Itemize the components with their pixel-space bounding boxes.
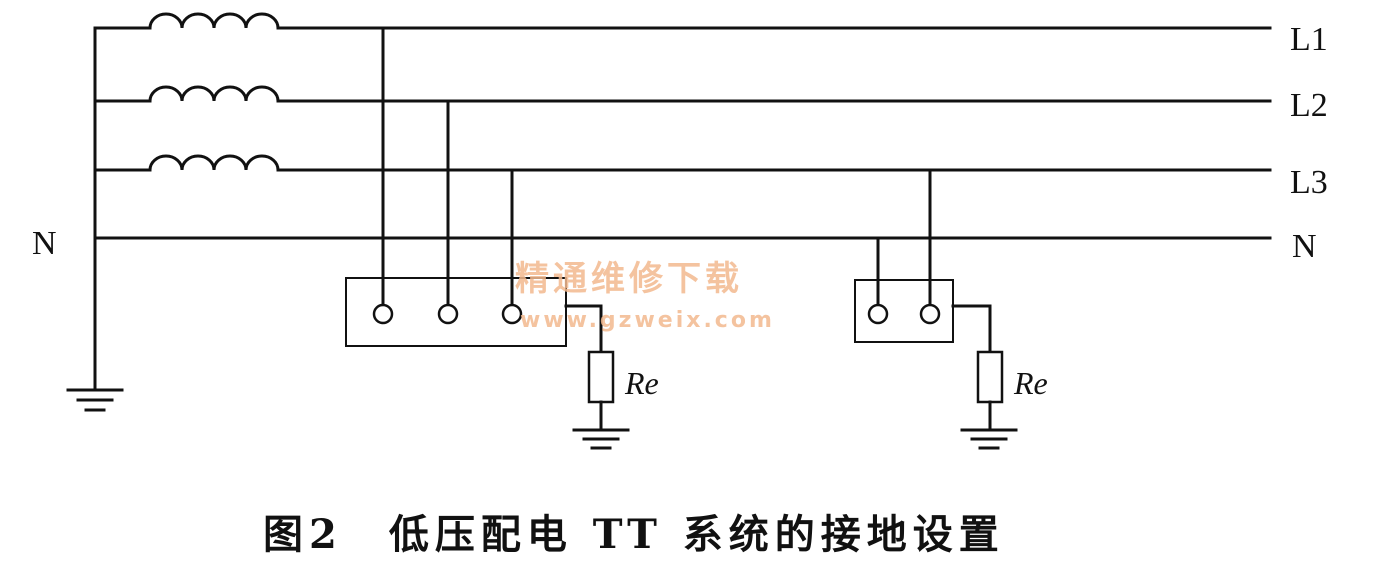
load-enclosure-right <box>854 279 954 343</box>
terminal-right-2 <box>919 303 941 325</box>
terminal-left-2 <box>437 303 459 325</box>
coil-l1 <box>93 12 1272 30</box>
label-l1: L1 <box>1290 21 1328 58</box>
label-l3: L3 <box>1290 164 1328 201</box>
figure-caption: 图2 低压配电 TT 系统的接地设置 <box>263 511 1005 558</box>
terminal-left-3 <box>501 303 523 325</box>
source-ground-icon <box>66 388 124 412</box>
coil-l3 <box>93 154 1272 172</box>
terminal-left-1 <box>372 303 394 325</box>
label-re-left: Re <box>624 365 659 401</box>
load-ground-right-icon <box>960 428 1018 450</box>
watermark-url: www.gzweix.com <box>520 308 775 333</box>
label-n-right: N <box>1292 228 1317 265</box>
pe-lead-left <box>564 304 603 354</box>
watermark-text: 精通维修下载 <box>515 259 743 299</box>
pe-lead-right <box>951 304 992 354</box>
re-resistor-left <box>587 350 615 404</box>
label-re-right: Re <box>1013 365 1048 401</box>
coil-l2 <box>93 85 1272 103</box>
terminal-right-1 <box>867 303 889 325</box>
re-resistor-right <box>976 350 1004 404</box>
label-n-left: N <box>32 225 57 262</box>
label-l2: L2 <box>1290 87 1328 124</box>
load-enclosure-left <box>345 277 567 347</box>
load-ground-left-icon <box>572 428 630 450</box>
